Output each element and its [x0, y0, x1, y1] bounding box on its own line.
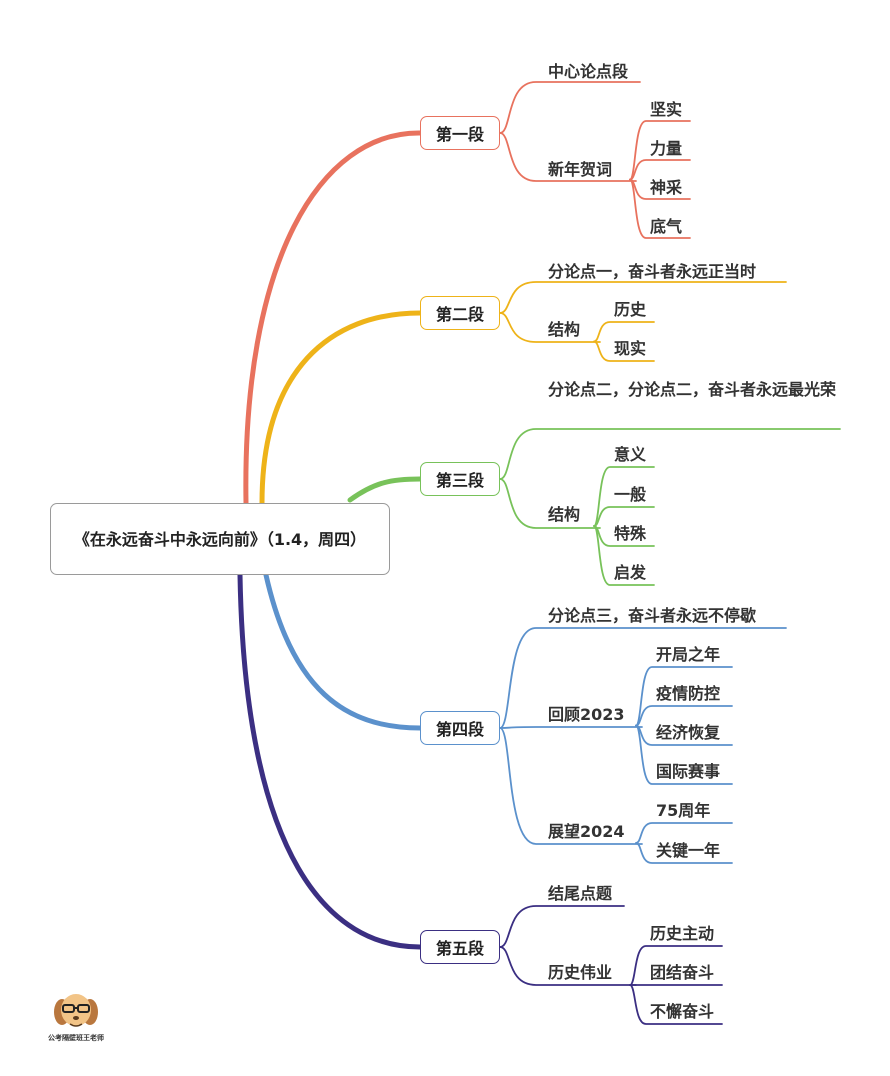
section-4-node[interactable]: 第四段 — [420, 711, 500, 745]
s3-leaf-4[interactable]: 启发 — [614, 563, 647, 582]
branch-line-section-2 — [259, 310, 423, 506]
s2-connector-2 — [499, 312, 601, 343]
s1-topic-2[interactable]: 新年贺词 — [548, 160, 613, 179]
s2-topic-2[interactable]: 结构 — [548, 320, 581, 339]
s5-leaf-1[interactable]: 历史主动 — [650, 924, 715, 943]
s3-leaf-connector-4 — [593, 525, 655, 586]
watermark-text: 公考隔壁班王老师 — [48, 1034, 104, 1042]
s1-leaf-4[interactable]: 底气 — [650, 217, 683, 236]
s1-leaf-connector-4 — [629, 178, 691, 239]
s3-connector-2 — [499, 478, 601, 529]
s1-topic-1[interactable]: 中心论点段 — [548, 62, 629, 81]
s5-leaf-connector-1 — [629, 945, 723, 986]
root-topic[interactable]: 《在永远奋斗中永远向前》（1.4，周四） — [50, 503, 390, 575]
s5-leaf-3[interactable]: 不懈奋斗 — [650, 1002, 715, 1021]
s4-leaf2-connector-1 — [635, 822, 733, 844]
s3-connector-1 — [499, 428, 841, 480]
branch-line-section-1 — [243, 130, 423, 506]
section-1-node[interactable]: 第一段 — [420, 116, 500, 150]
branch-line-section-4 — [263, 572, 423, 731]
s4-topic-3[interactable]: 展望2024 — [548, 822, 625, 841]
s4-topic-1[interactable]: 分论点三，奋斗者永远不停歇 — [548, 606, 757, 625]
s1-connector-2 — [499, 132, 637, 182]
s2-leaf-connector-2 — [593, 340, 655, 362]
s3-leaf-connector-2 — [593, 506, 655, 527]
s4-connector-3 — [499, 727, 643, 845]
s4-leaf-connector-4 — [635, 724, 733, 785]
s1-leaf-1[interactable]: 坚实 — [650, 100, 683, 119]
s3-topic-2[interactable]: 结构 — [548, 505, 581, 524]
section-2-node[interactable]: 第二段 — [420, 296, 500, 330]
s4-leaf-6[interactable]: 关键一年 — [656, 841, 721, 860]
s3-topic-1[interactable]: 分论点二，分论点二，奋斗者永远最光荣 — [548, 380, 837, 399]
s4-leaf-3[interactable]: 经济恢复 — [656, 723, 721, 742]
s5-connector-2 — [499, 946, 637, 986]
s4-leaf2-connector-2 — [635, 842, 733, 864]
s1-connector-1 — [499, 81, 641, 134]
s4-leaf-connector-2 — [635, 705, 733, 727]
s4-leaf-2[interactable]: 疫情防控 — [656, 684, 721, 703]
s3-leaf-3[interactable]: 特殊 — [614, 524, 647, 543]
s5-topic-1[interactable]: 结尾点题 — [548, 884, 613, 903]
s4-topic-2[interactable]: 回顾2023 — [548, 705, 625, 724]
s5-leaf-connector-3 — [629, 984, 723, 1025]
s4-connector-1 — [499, 627, 787, 729]
s4-connector-2 — [499, 726, 643, 729]
s1-leaf-2[interactable]: 力量 — [650, 139, 683, 158]
s5-topic-2[interactable]: 历史伟业 — [548, 963, 613, 982]
s2-connector-1 — [499, 281, 787, 314]
s5-connector-1 — [499, 905, 625, 948]
s5-leaf-2[interactable]: 团结奋斗 — [650, 963, 715, 982]
s4-leaf-4[interactable]: 国际赛事 — [656, 762, 721, 781]
s3-leaf-2[interactable]: 一般 — [614, 485, 647, 504]
branch-line-section-3 — [347, 476, 423, 503]
s4-leaf-5[interactable]: 75周年 — [656, 801, 711, 820]
s3-leaf-1[interactable]: 意义 — [614, 445, 647, 464]
dog-avatar-icon — [54, 994, 98, 1027]
branch-line-section-5 — [237, 572, 423, 950]
s2-leaf-1[interactable]: 历史 — [614, 300, 647, 319]
section-5-node[interactable]: 第五段 — [420, 930, 500, 964]
s2-leaf-connector-1 — [593, 321, 655, 343]
s2-topic-1[interactable]: 分论点一，奋斗者永远正当时 — [548, 262, 757, 281]
s1-leaf-3[interactable]: 神采 — [650, 178, 683, 197]
section-3-node[interactable]: 第三段 — [420, 462, 500, 496]
s2-leaf-2[interactable]: 现实 — [614, 339, 647, 358]
s1-leaf-connector-2 — [629, 159, 691, 181]
s4-leaf-1[interactable]: 开局之年 — [656, 645, 721, 664]
